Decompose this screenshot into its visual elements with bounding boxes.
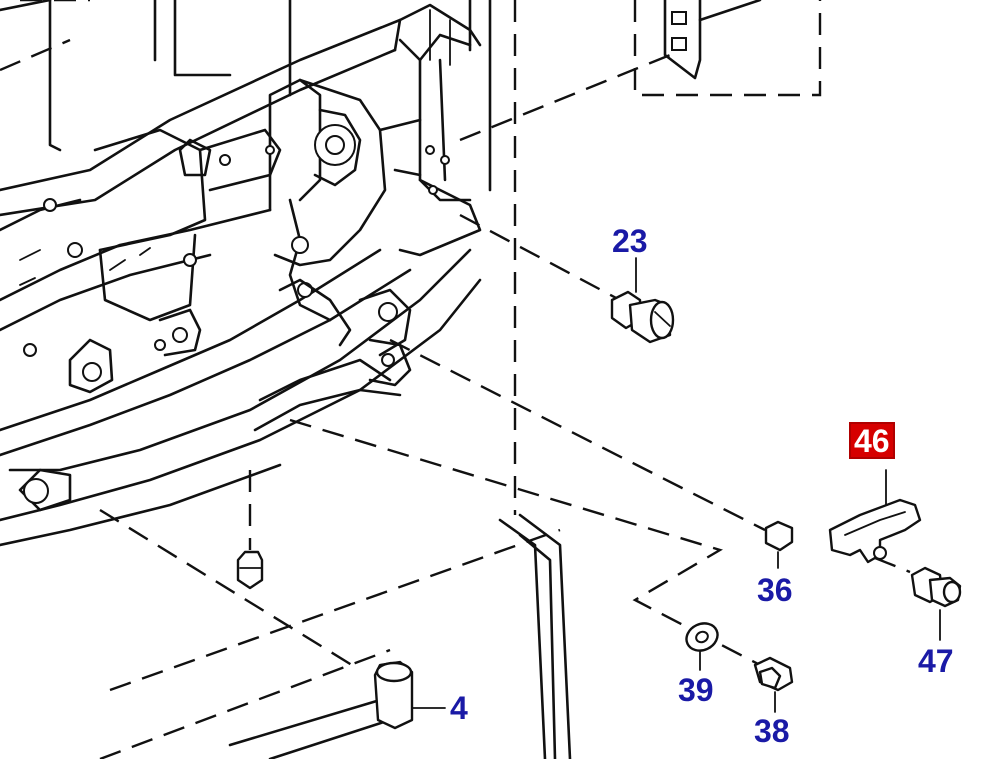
callout-38: 38 <box>754 713 790 749</box>
latch-plate-part <box>663 0 762 80</box>
callout-39: 39 <box>678 672 714 708</box>
pin-part-23 <box>610 257 675 344</box>
upper-pillar <box>378 3 482 257</box>
callout-46-highlighted[interactable]: 46 <box>849 422 895 459</box>
bracket-part-4 <box>373 660 446 730</box>
callout-36: 36 <box>757 572 793 608</box>
frame-bolt <box>236 550 264 590</box>
frame-assembly <box>0 18 482 547</box>
nut-part-36 <box>764 520 794 569</box>
washer-part-39 <box>685 622 719 671</box>
bolt-part-47 <box>910 566 962 641</box>
callout-23: 23 <box>612 223 648 259</box>
bolt-part-38 <box>753 656 794 713</box>
callout-47: 47 <box>918 643 954 679</box>
lever-part-46 <box>828 469 922 574</box>
dashed-reference-lines <box>0 0 822 759</box>
callout-4: 4 <box>450 690 468 726</box>
center-bracket <box>154 78 412 432</box>
